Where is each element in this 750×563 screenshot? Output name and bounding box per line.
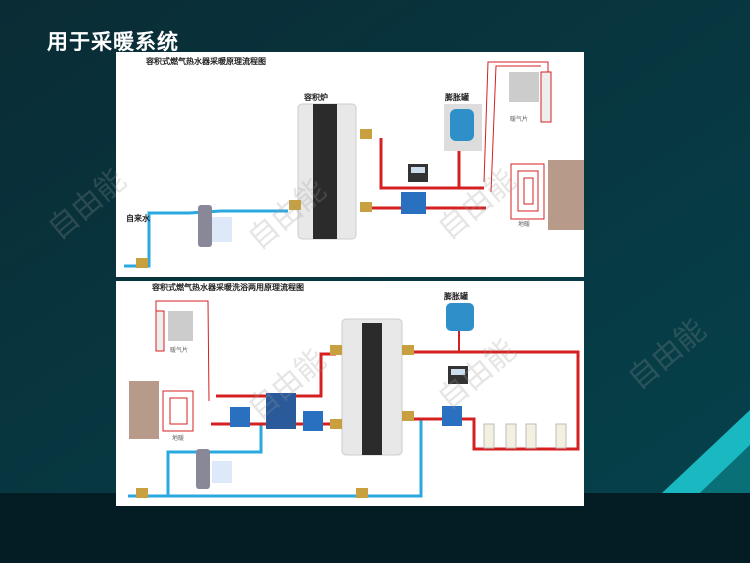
slide-title: 用于采暖系统 xyxy=(47,30,179,54)
diagram-title: 容积式燃气热水器采暖原理流程图 xyxy=(146,56,266,66)
floor-heating-label: 地暖 xyxy=(518,221,531,228)
diagram-title: 容积式燃气热水器采暖洗浴两用原理流程图 xyxy=(152,282,304,292)
boiler-label: 容积炉 xyxy=(304,92,328,102)
heating-flow-diagram: 容积式燃气热水器采暖原理流程图 容积炉 膨胀罐 暖气片 地暖 自来水 xyxy=(116,52,584,277)
expansion-tank-label: 膨胀罐 xyxy=(445,92,469,102)
expansion-tank-label: 膨胀罐 xyxy=(444,291,468,301)
floor-heating-label: 地暖 xyxy=(172,435,185,442)
radiator-label: 暖气片 xyxy=(510,116,529,123)
tap-water-label: 自来水 xyxy=(126,213,150,223)
accent-stripe xyxy=(662,410,750,493)
heating-bathing-flow-diagram: 容积式燃气热水器采暖洗浴两用原理流程图 膨胀罐 暖气片 地暖 xyxy=(116,281,584,506)
radiator-label: 暖气片 xyxy=(170,347,189,354)
